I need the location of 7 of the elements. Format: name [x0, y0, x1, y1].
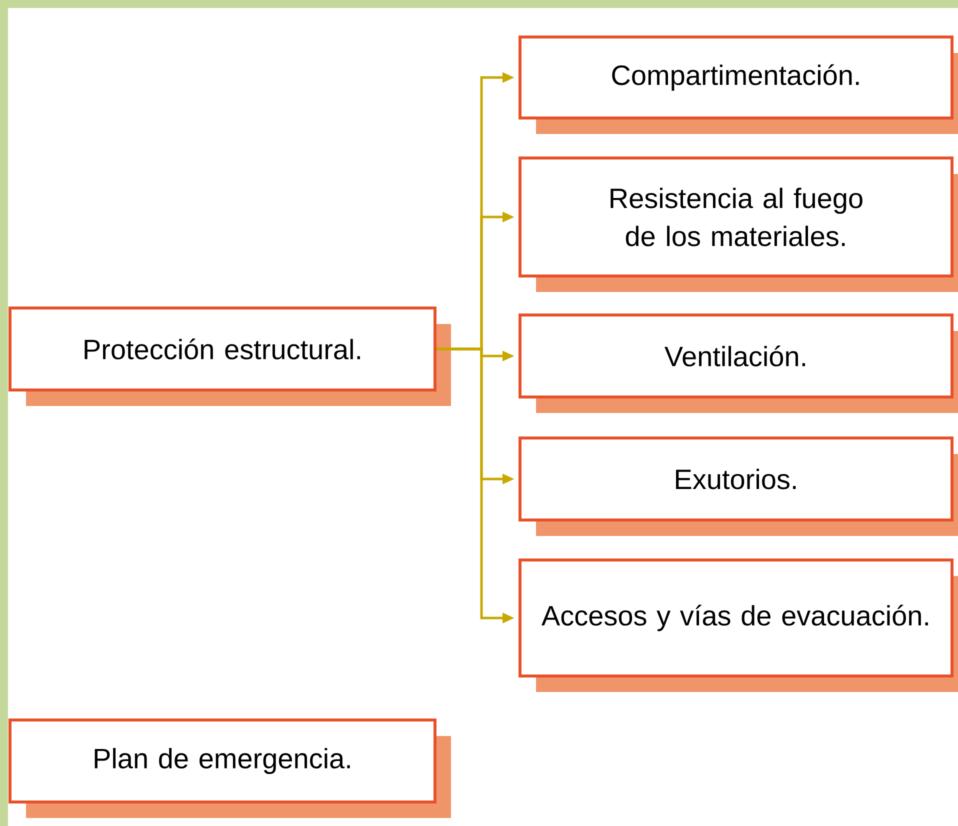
text-box: Exutorios.: [518, 436, 954, 522]
text-box: Ventilación.: [518, 314, 954, 398]
text-box: Compartimentación.: [518, 36, 954, 120]
text-box: Accesos y vías de evacuación.: [518, 558, 954, 678]
text-box: Protección estructural.: [8, 306, 436, 392]
text-box: Plan de emergencia.: [8, 718, 436, 804]
text-box: Resistencia al fuego de los materiales.: [518, 156, 954, 278]
